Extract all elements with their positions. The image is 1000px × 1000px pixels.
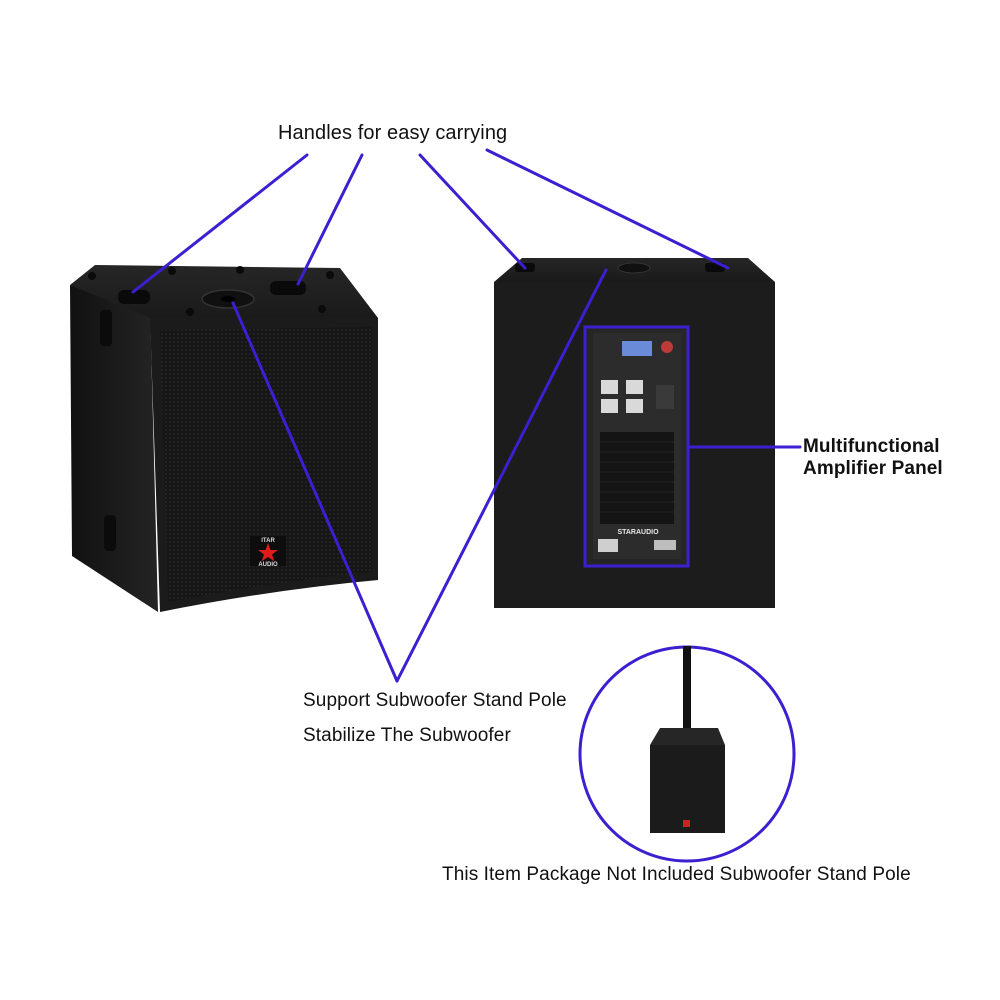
heatsink <box>600 432 674 524</box>
lcd-display <box>622 341 652 356</box>
pole-mount-hole <box>221 296 235 302</box>
label-amplifier-line1: Multifunctional <box>803 436 940 457</box>
side-handle-upper <box>100 310 112 346</box>
panel-brand-text: STARAUDIO <box>617 529 659 536</box>
label-package-note: This Item Package Not Included Subwoofer… <box>442 864 911 885</box>
callout-lines <box>131 148 802 683</box>
front-subwoofer <box>70 265 378 612</box>
logo-bottom-text: AUDIO <box>258 562 278 568</box>
label-stabilize: Stabilize The Subwoofer <box>303 725 511 746</box>
side-handle-lower <box>104 515 116 551</box>
label-amplifier-line2: Amplifier Panel <box>803 458 943 479</box>
stand-pole-inset <box>578 645 796 863</box>
brand-logo <box>250 536 286 566</box>
mini-subwoofer <box>650 745 725 833</box>
label-support-pole: Support Subwoofer Stand Pole <box>303 690 567 711</box>
handle-slot-right <box>270 281 306 295</box>
volume-knob <box>661 341 673 353</box>
cabinet-side <box>70 285 158 612</box>
logo-top-text: ITAR <box>261 538 275 544</box>
rear-subwoofer <box>494 258 775 608</box>
label-amplifier-panel: Multifunctional Amplifier Panel <box>803 436 943 480</box>
label-handles: Handles for easy carrying <box>278 122 508 144</box>
speaker-grille <box>160 327 372 602</box>
handle-slot-left <box>118 290 150 304</box>
stand-pole <box>683 646 691 744</box>
power-inlet <box>598 539 618 552</box>
